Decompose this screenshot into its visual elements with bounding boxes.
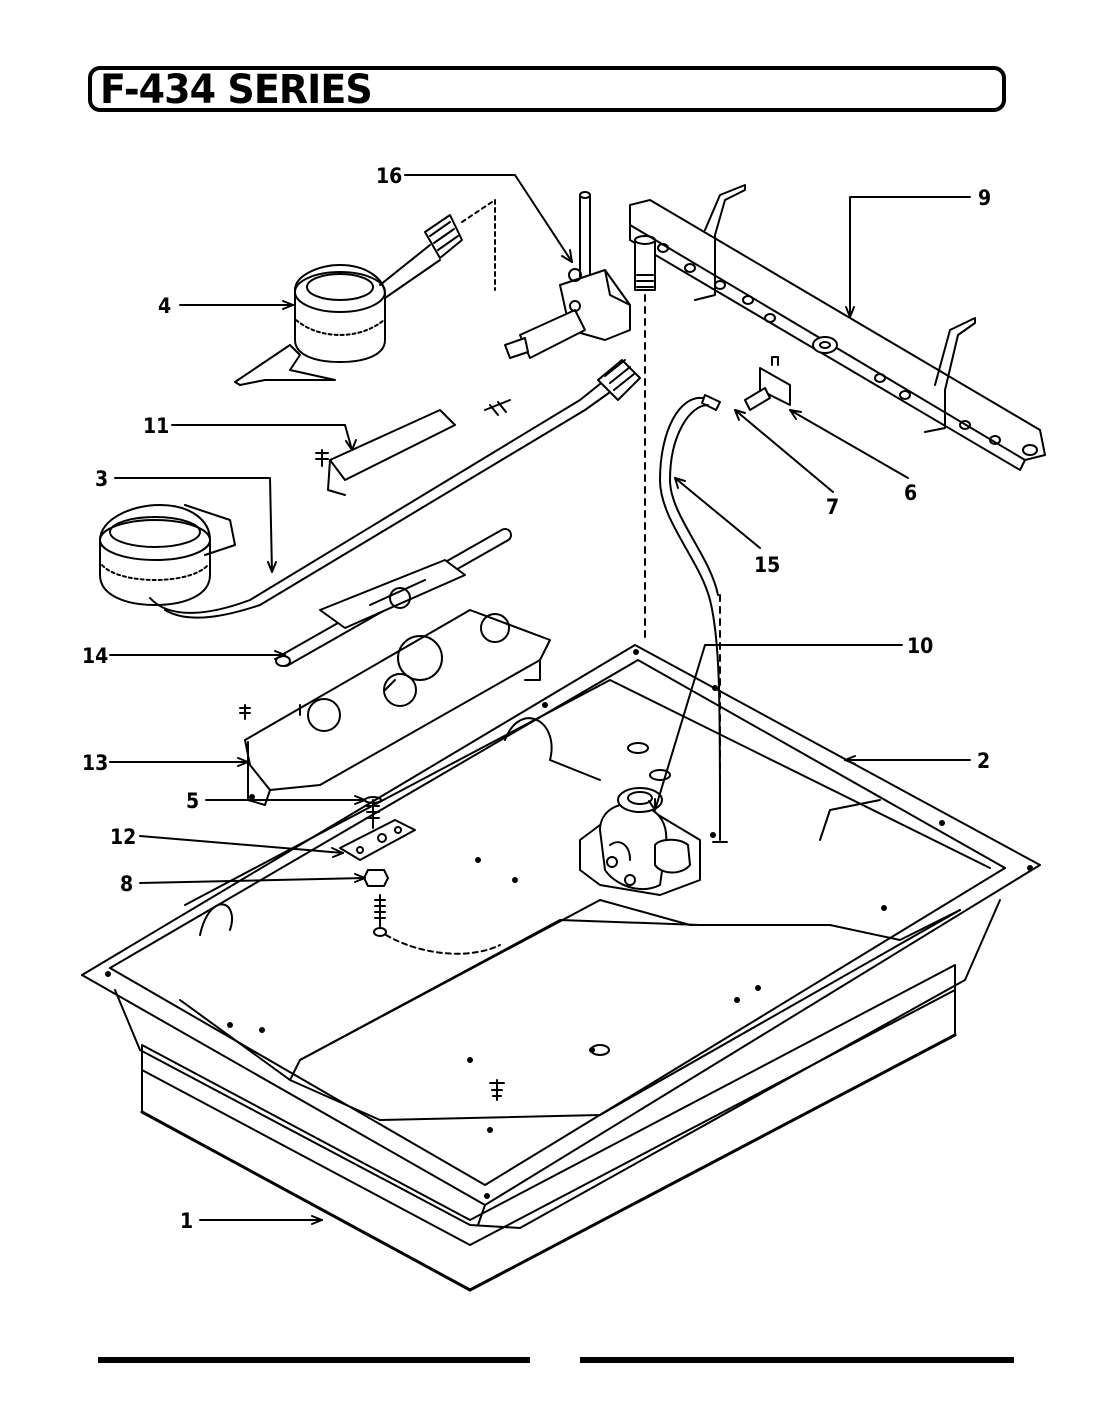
callout-9: 9 [978,186,991,210]
part-6-tee-fitting [744,356,791,411]
callout-16: 16 [376,164,402,188]
callout-3: 3 [95,467,108,491]
assembly-centerlines [644,294,721,821]
callout-6: 6 [904,481,917,505]
callout-2: 2 [977,749,990,773]
callout-7: 7 [826,495,839,519]
footer-rule-left [98,1357,530,1363]
callout-1: 1 [180,1209,193,1233]
callout-15: 15 [754,553,780,577]
part-13-burner-support [239,609,551,806]
callout-4: 4 [158,294,171,318]
callout-5: 5 [186,789,199,813]
part-3-front-burner [99,359,641,619]
callout-11: 11 [143,414,169,438]
footer-rule-right [580,1357,1014,1363]
part-16-valve [484,191,631,416]
part-2-burner-box [81,644,1041,1229]
part-1-base-frame [140,964,957,1292]
part-10-regulator [579,787,728,896]
title-frame: F-434 SERIES [88,66,1006,113]
leader-lines [109,174,971,1225]
part-9-manifold [629,184,1046,471]
callout-13: 13 [82,751,108,775]
callout-10: 10 [907,634,933,658]
callout-12: 12 [110,825,136,849]
part-5-12-8-fasteners [339,796,501,955]
callout-8: 8 [120,872,133,896]
part-4-rear-burner [234,199,496,386]
callout-labels: 16 4 11 3 14 13 5 12 8 1 9 10 2 6 7 15 [82,164,991,1233]
part-14-crossover-tube [275,528,512,667]
part-11-heat-shield [315,409,456,496]
page-title: F-434 SERIES [100,67,373,113]
callout-14: 14 [82,644,108,668]
